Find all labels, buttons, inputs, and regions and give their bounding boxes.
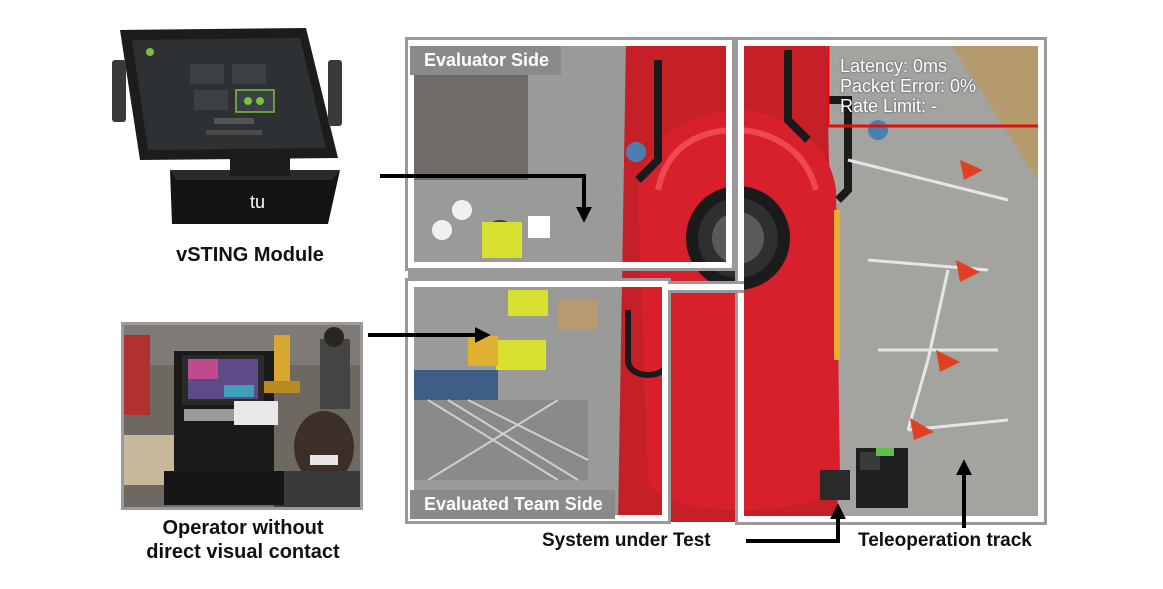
overlay-stats: Latency: 0ms Packet Error: 0% Rate Limit… xyxy=(840,56,976,116)
vsting-module-caption: vSTING Module xyxy=(176,244,324,266)
evaluated-team-side-label: Evaluated Team Side xyxy=(410,490,615,519)
rate-limit-text: Rate Limit: - xyxy=(840,96,938,116)
operator-caption: Operator without direct visual contact xyxy=(120,516,366,564)
overlay-red-frame xyxy=(826,40,1044,128)
operator-caption-line1: Operator without xyxy=(162,517,324,539)
tablet-illustration: tu xyxy=(112,28,342,224)
operator-photo xyxy=(121,322,363,510)
teleoperation-track-caption: Teleoperation track xyxy=(858,530,1032,551)
evaluator-side-label: Evaluator Side xyxy=(410,46,562,75)
system-under-test-caption: System under Test xyxy=(542,530,711,551)
evaluated-team-side-frame xyxy=(405,278,671,524)
tablet-logo: tu xyxy=(250,192,265,212)
frame-connector xyxy=(668,281,744,293)
packet-error-text: Packet Error: 0% xyxy=(840,76,977,96)
latency-text: Latency: 0ms xyxy=(840,56,948,76)
traffic-cones xyxy=(910,160,983,440)
evaluator-side-frame xyxy=(405,37,735,271)
operator-caption-line2: direct visual contact xyxy=(146,541,340,563)
vsting-module-photo: tu xyxy=(110,20,350,242)
operator-scene xyxy=(124,325,360,507)
